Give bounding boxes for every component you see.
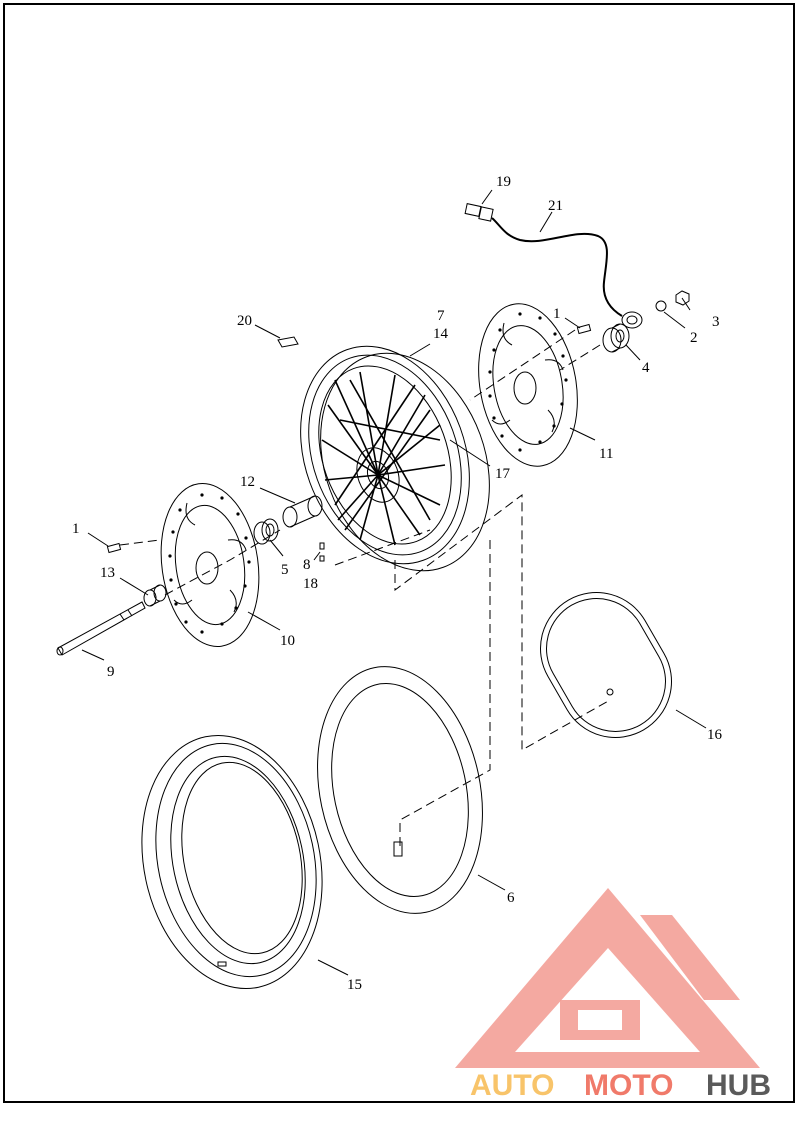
callout-19: 19 [496,174,511,190]
assembly-lines [119,329,611,850]
axle-9 [56,601,146,656]
callout-1-right: 1 [553,306,561,322]
inner-tube-6 [317,666,483,914]
callout-8: 8 [303,557,311,573]
diagram-frame [3,3,795,1103]
callouts: 19 21 3 2 4 1 7 14 20 11 17 12 1 13 5 8 … [72,174,723,993]
spacer-12 [282,495,323,528]
watermark-text: AUTO MOTO HUB [470,1069,771,1102]
valve-cap-20 [277,336,299,348]
callout-4: 4 [642,360,650,376]
brake-disc-left [160,483,260,647]
callout-2: 2 [690,330,698,346]
watermark-moto: MOTO [584,1069,673,1102]
callout-17: 17 [495,466,511,482]
callout-10: 10 [280,633,295,649]
callout-16: 16 [707,727,723,743]
callout-6: 6 [507,890,515,906]
tire-15 [141,734,323,990]
watermark-logo [455,888,760,1068]
sensor-harness [464,203,690,329]
callout-14: 14 [433,326,449,342]
spacer-13 [143,584,167,607]
screws-8-18 [319,542,325,562]
callout-13: 13 [100,565,115,581]
callout-3: 3 [712,314,720,330]
spoked-wheel [300,345,490,572]
callout-5: 5 [281,562,289,578]
callout-7: 7 [437,308,445,324]
watermark-hub: HUB [706,1069,771,1102]
callout-12: 12 [240,474,255,490]
rim-strip-16 [540,592,672,738]
leader-lines [81,189,707,976]
callout-18: 18 [303,576,318,592]
bolt-1-left [106,542,122,554]
brake-disc-right [478,303,578,467]
bearing-5 [253,518,279,545]
callout-9: 9 [107,664,115,680]
callout-1-left: 1 [72,521,80,537]
callout-21: 21 [548,198,563,214]
watermark-auto: AUTO [470,1069,554,1102]
bolt-1-right [576,323,592,335]
bearing-4 [602,323,630,353]
callout-20: 20 [237,313,252,329]
callout-15: 15 [347,977,362,993]
callout-11: 11 [599,446,613,462]
